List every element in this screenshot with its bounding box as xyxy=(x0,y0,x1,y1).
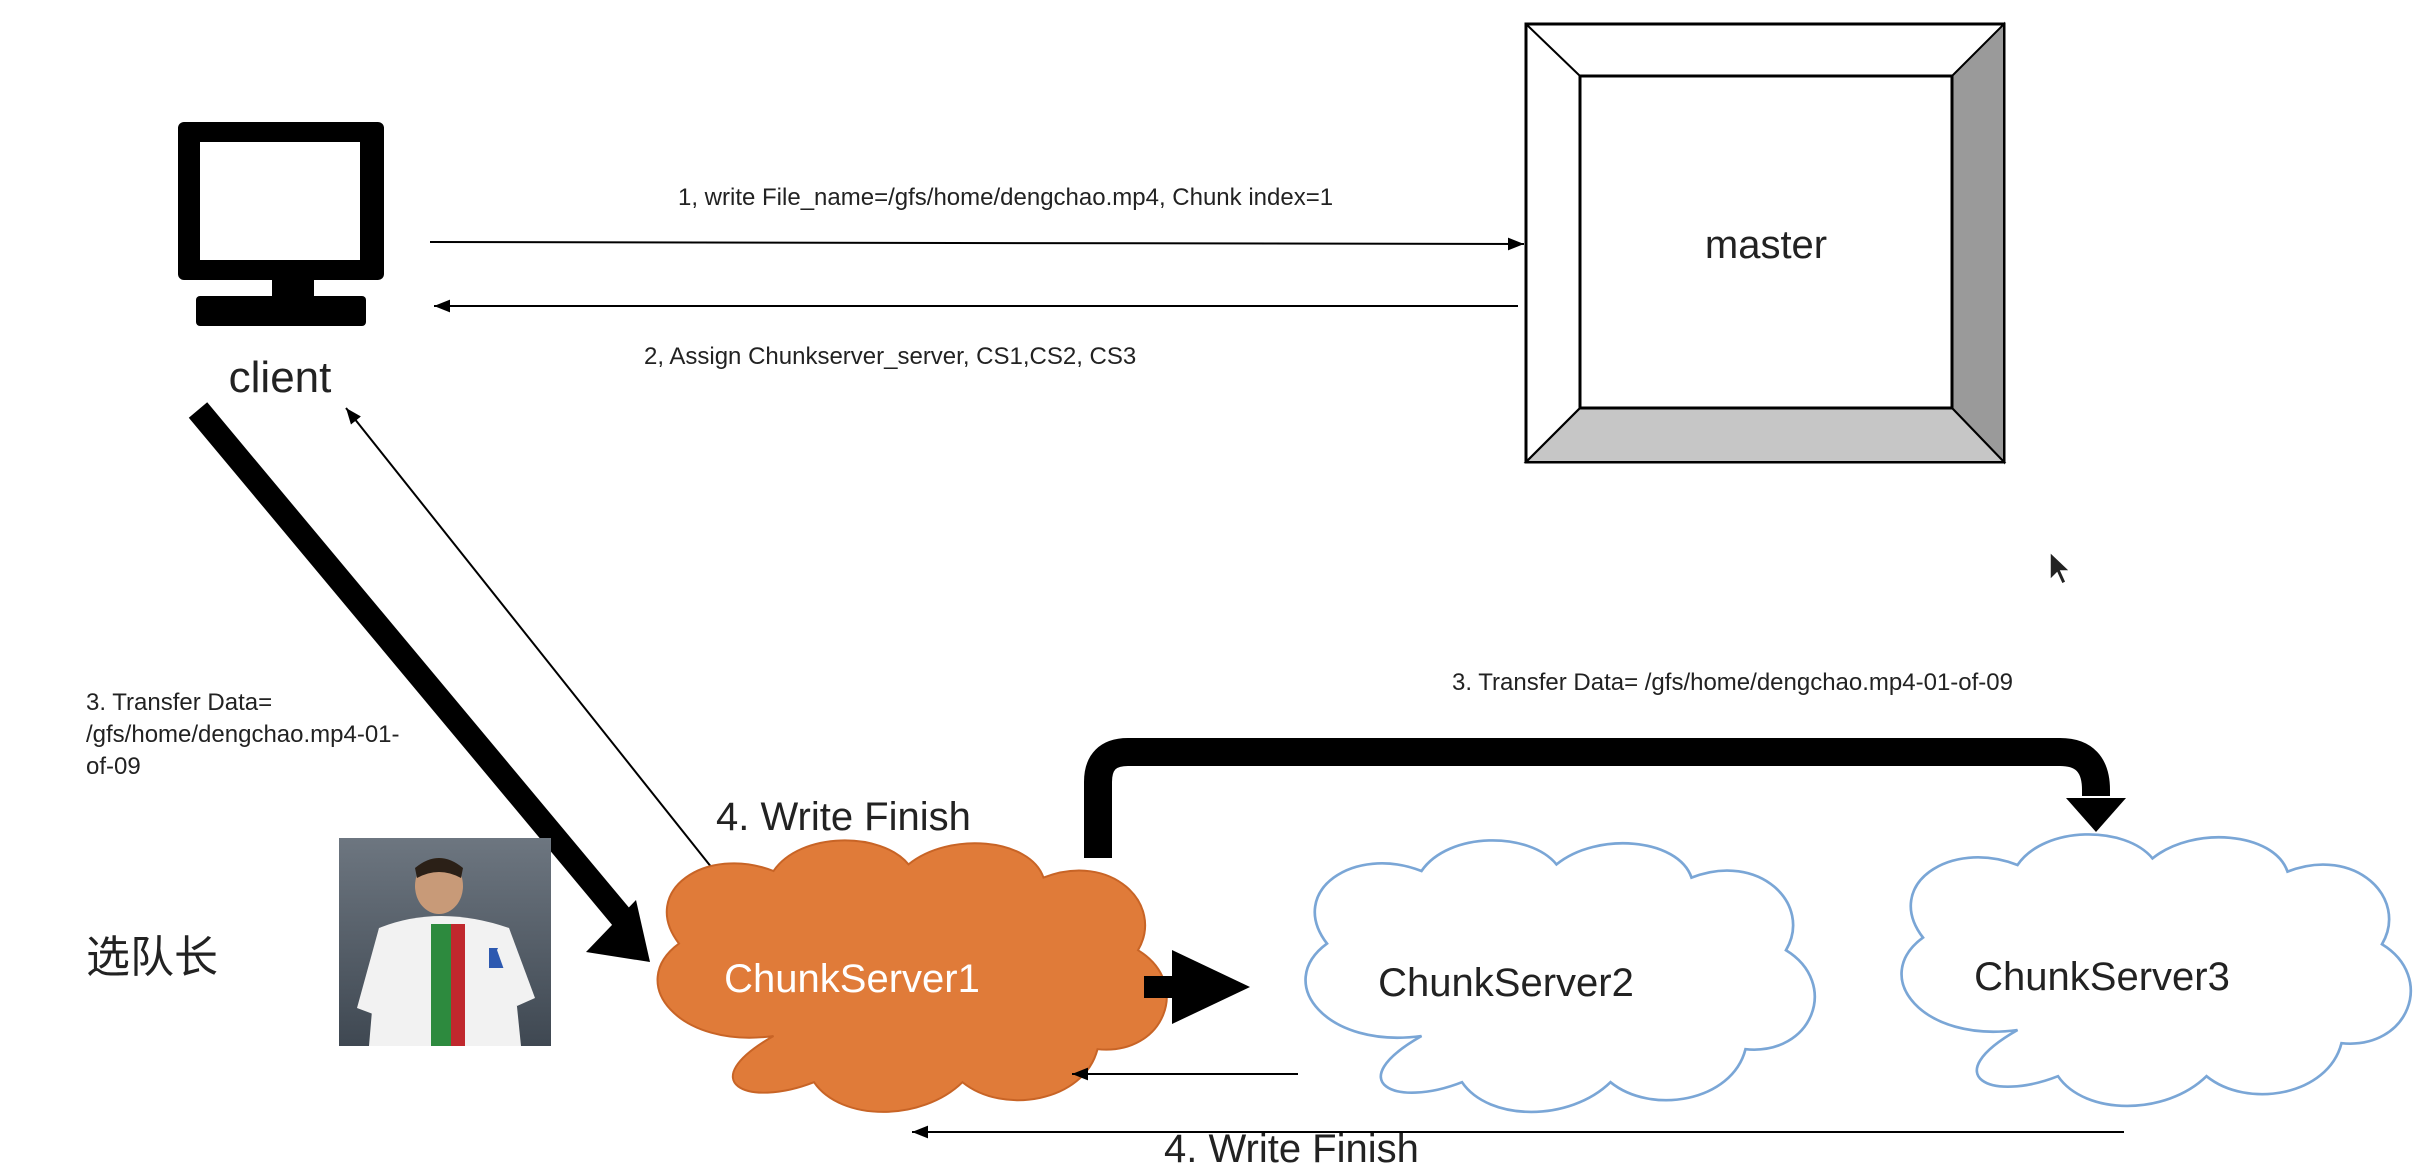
write-finish-top-label: 4. Write Finish xyxy=(716,795,971,839)
step3-left-line1: 3. Transfer Data= xyxy=(86,689,272,716)
person-photo xyxy=(339,838,551,1046)
leader-label: 选队长 xyxy=(86,932,218,983)
write-finish-bottom-label: 4. Write Finish xyxy=(1164,1127,1419,1171)
chunkserver1-label: ChunkServer1 xyxy=(724,957,980,1001)
master-label: master xyxy=(1705,223,1827,267)
arrow-cs1-to-cs3-head xyxy=(2066,798,2126,832)
arrow-client-to-cs1 xyxy=(188,402,632,926)
client-monitor-icon xyxy=(178,122,384,326)
chunkserver3-label: ChunkServer3 xyxy=(1974,955,2230,999)
arrow-cs1-to-cs2-head xyxy=(1172,950,1250,1024)
step2-label: 2, Assign Chunkserver_server, CS1,CS2, C… xyxy=(644,343,1136,370)
arrow-cs1-to-cs3 xyxy=(1084,738,2110,858)
step1-label: 1, write File_name=/gfs/home/dengchao.mp… xyxy=(678,184,1333,211)
arrow-client-to-cs1-head xyxy=(586,900,650,962)
step3-right-label: 3. Transfer Data= /gfs/home/dengchao.mp4… xyxy=(1452,669,2013,696)
arrow-cs1-to-cs2 xyxy=(1144,976,1174,998)
arrow-client-to-master xyxy=(429,237,1525,251)
chunkserver2-label: ChunkServer2 xyxy=(1378,961,1634,1005)
step3-left-line2: /gfs/home/dengchao.mp4-01- xyxy=(86,721,400,748)
master-server-box-icon xyxy=(1523,21,2007,465)
step3-left-line3: of-09 xyxy=(86,753,141,780)
arrow-cs1-to-client xyxy=(345,407,713,869)
mouse-pointer-icon xyxy=(2049,550,2072,586)
client-label: client xyxy=(229,353,332,402)
